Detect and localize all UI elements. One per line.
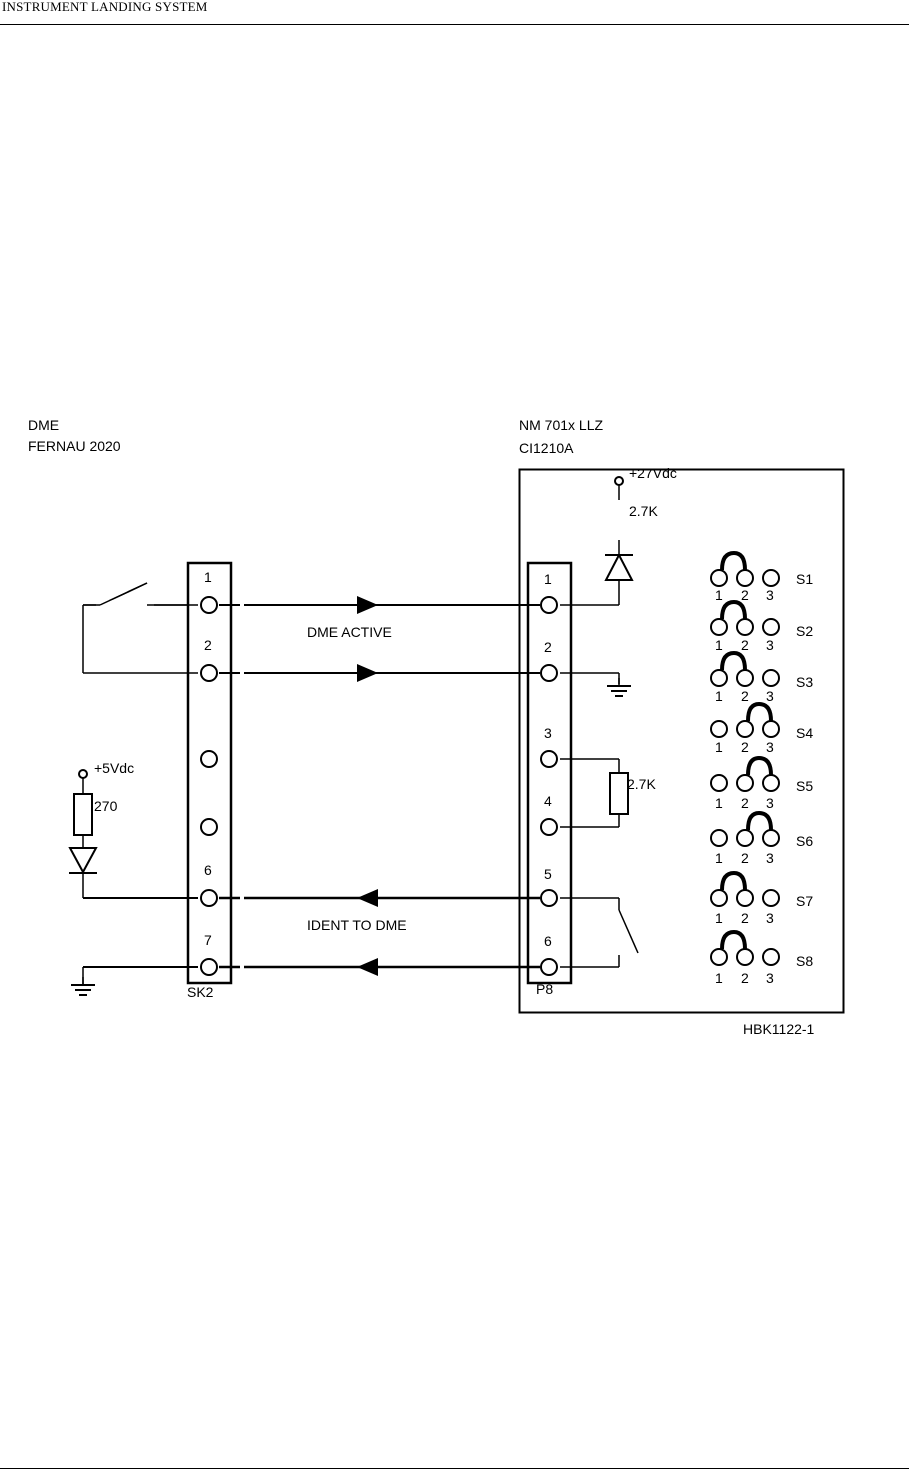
jumper-s1-label: S1 [796, 571, 813, 587]
p8-connector-body [528, 563, 571, 983]
arrow-left-icon [357, 889, 378, 907]
llz-enclosure [520, 470, 844, 1013]
svg-text:3: 3 [766, 795, 774, 811]
svg-text:1: 1 [715, 637, 723, 653]
svg-text:3: 3 [766, 688, 774, 704]
svg-text:1: 1 [715, 795, 723, 811]
jumper-s8: 1 2 3 S8 [711, 932, 813, 986]
svg-text:3: 3 [766, 587, 774, 603]
jumper-s1: 1 2 3 S1 [711, 553, 813, 603]
arrow-left-icon [357, 958, 378, 976]
sk2-connector-body [188, 563, 231, 983]
pullup-resistor-label: 2.7K [629, 503, 658, 519]
p8-pin-4 [541, 819, 557, 835]
plus5-terminal [79, 770, 87, 778]
jumper-s2: 1 2 3 S2 [711, 602, 813, 653]
sk2-label: SK2 [187, 984, 214, 1000]
ident-switch [619, 910, 638, 953]
svg-text:1: 1 [715, 910, 723, 926]
svg-text:2: 2 [741, 970, 749, 986]
p8-pin-5 [541, 890, 557, 906]
sk2-pin-1 [201, 597, 217, 613]
ident-to-dme-label: IDENT TO DME [307, 917, 407, 933]
sk2-pin-7 [201, 959, 217, 975]
p8-pin-6 [541, 959, 557, 975]
p8-pin-label-2: 2 [544, 639, 552, 655]
svg-text:2: 2 [741, 739, 749, 755]
p8-pin-label-3: 3 [544, 725, 552, 741]
p8-pin-2 [541, 665, 557, 681]
svg-text:3: 3 [766, 637, 774, 653]
svg-text:2: 2 [741, 850, 749, 866]
llz-diode [606, 555, 632, 580]
p8-pin-label-1: 1 [544, 571, 552, 587]
jumper-s6: 1 2 3 S6 [711, 813, 813, 866]
jumper-s6-label: S6 [796, 833, 813, 849]
dme-active-label: DME ACTIVE [307, 624, 392, 640]
p8-pin-1 [541, 597, 557, 613]
plus27-label: +27Vdc [629, 465, 677, 481]
svg-text:3: 3 [766, 850, 774, 866]
jumper-s7: 1 2 3 S7 [711, 873, 813, 926]
p8-pin-label-6: 6 [544, 933, 552, 949]
plus5-label: +5Vdc [94, 760, 134, 776]
jumper-s3: 1 2 3 S3 [711, 653, 813, 704]
jumper-s4: 1 2 3 S4 [711, 704, 813, 755]
svg-text:3: 3 [766, 739, 774, 755]
figure-reference: HBK1122-1 [743, 1021, 815, 1037]
svg-text:2: 2 [741, 688, 749, 704]
resistor-p8-label: 2.7K [627, 776, 656, 792]
sk2-pin-2 [201, 665, 217, 681]
svg-text:1: 1 [715, 739, 723, 755]
jumper-s7-label: S7 [796, 893, 813, 909]
dme-diode [70, 848, 96, 872]
svg-text:1: 1 [715, 587, 723, 603]
jumper-s2-label: S2 [796, 623, 813, 639]
p8-label: P8 [536, 981, 553, 997]
p8-pin-label-4: 4 [544, 793, 552, 809]
sk2-pin-6 [201, 890, 217, 906]
llz-unit-model: CI1210A [519, 440, 574, 456]
sk2-pin-label-2: 2 [204, 637, 212, 653]
dme-unit-model: FERNAU 2020 [28, 438, 121, 454]
p8-pin-3 [541, 751, 557, 767]
svg-text:1: 1 [715, 970, 723, 986]
plus27-terminal [615, 477, 623, 485]
svg-text:2: 2 [741, 637, 749, 653]
p8-pin-label-5: 5 [544, 866, 552, 882]
svg-text:1: 1 [715, 688, 723, 704]
ground-icon [607, 678, 631, 696]
sk2-pin-label-1: 1 [204, 569, 212, 585]
jumper-s4-label: S4 [796, 725, 813, 741]
resistor-p8 [610, 773, 628, 814]
sk2-pin-label-7: 7 [204, 932, 212, 948]
arrow-right-icon [357, 664, 378, 682]
svg-text:2: 2 [741, 795, 749, 811]
sk2-pin-unused [201, 751, 217, 767]
resistor-270 [74, 794, 92, 835]
jumper-s5: 1 2 3 S5 [711, 758, 813, 811]
svg-text:2: 2 [741, 910, 749, 926]
svg-text:2: 2 [741, 587, 749, 603]
sk2-pin-unused [201, 819, 217, 835]
svg-text:1: 1 [715, 850, 723, 866]
llz-unit-name: NM 701x LLZ [519, 417, 603, 433]
svg-text:3: 3 [766, 970, 774, 986]
arrow-right-icon [357, 596, 378, 614]
jumper-s5-label: S5 [796, 778, 813, 794]
jumper-s8-label: S8 [796, 953, 813, 969]
jumper-s3-label: S3 [796, 674, 813, 690]
resistor-270-label: 270 [94, 798, 118, 814]
svg-text:3: 3 [766, 910, 774, 926]
dme-unit-name: DME [28, 417, 59, 433]
ground-icon [71, 977, 95, 995]
sk2-pin-label-6: 6 [204, 862, 212, 878]
